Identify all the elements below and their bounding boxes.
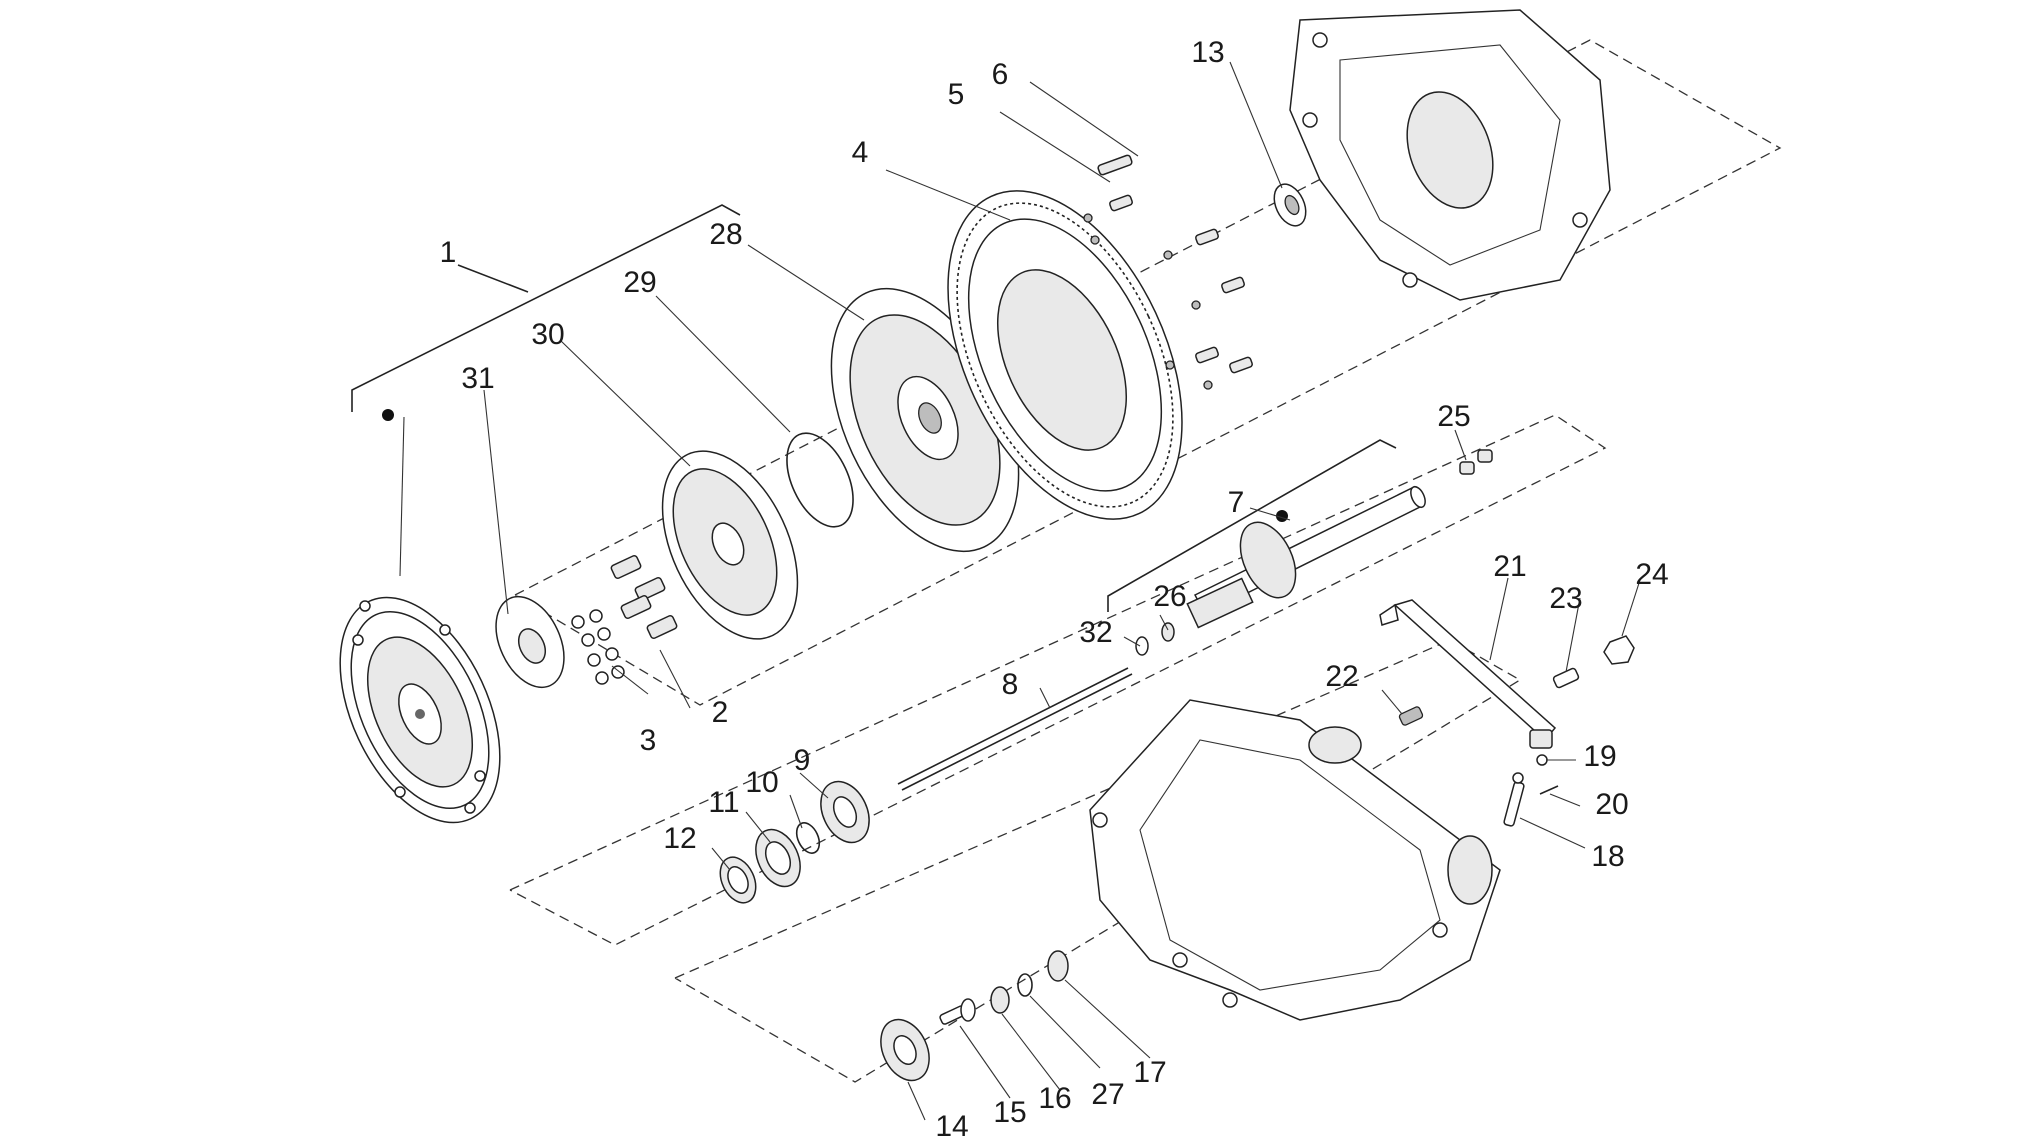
callout-25: 25 [1437, 400, 1470, 433]
callout-1: 1 [440, 236, 457, 269]
callout-17: 17 [1133, 1056, 1166, 1089]
kit-dot-1 [382, 409, 394, 421]
callout-28: 28 [709, 218, 742, 251]
part-31-disc [495, 595, 565, 689]
callout-18: 18 [1591, 840, 1624, 873]
callout-26: 26 [1153, 580, 1186, 613]
callout-11: 11 [708, 786, 739, 819]
callout-29: 29 [623, 266, 656, 299]
assembly-bracket-1 [351, 204, 741, 421]
callout-12: 12 [663, 822, 696, 855]
parts-9-12-bearings [719, 780, 870, 904]
parts-14-17-lower [880, 950, 1069, 1082]
callout-31: 31 [461, 362, 494, 395]
shaft-zone-outline [509, 414, 1607, 946]
callout-10: 10 [745, 766, 778, 799]
parts-18-19-20 [1503, 754, 1559, 827]
callout-13: 13 [1191, 36, 1224, 69]
leader-lines [399, 61, 1641, 1121]
callout-30: 30 [531, 318, 564, 351]
callout-3: 3 [640, 724, 657, 757]
callout-27: 27 [1091, 1078, 1124, 1111]
part-29-snap-ring [786, 432, 854, 528]
parts-2-3-fasteners [571, 554, 678, 685]
callout-5: 5 [948, 78, 965, 111]
part-30-release-housing [661, 450, 799, 640]
parts-26-32-rings [1135, 622, 1175, 656]
clutch-cover-assembly [339, 596, 501, 824]
parts-5-6-bolts [1083, 154, 1253, 390]
part-4-flywheel [947, 190, 1183, 520]
callout-23: 23 [1549, 582, 1582, 615]
callout-9: 9 [794, 744, 811, 777]
callout-14: 14 [935, 1110, 968, 1137]
transmission-housing [1089, 699, 1501, 1021]
part-25-bushings [1459, 449, 1493, 475]
callout-8: 8 [1002, 668, 1019, 701]
callout-labels: 1 2 3 4 5 6 7 8 9 10 11 12 13 14 15 16 1… [440, 36, 1669, 1142]
clutch-zone-outline [514, 39, 1782, 706]
engine-bell-housing [1289, 9, 1611, 301]
callout-22: 22 [1325, 660, 1358, 693]
part-8-rod [897, 667, 1133, 791]
callout-20: 20 [1595, 788, 1628, 821]
callout-7: 7 [1228, 486, 1245, 519]
callout-6: 6 [992, 58, 1009, 91]
part-22-spring [1398, 706, 1424, 726]
callout-24: 24 [1635, 558, 1668, 591]
part-21-release-fork [1379, 599, 1557, 749]
parts-23-24 [1552, 635, 1635, 689]
part-7-input-shaft [1186, 485, 1426, 629]
callout-21: 21 [1493, 550, 1526, 583]
callout-4: 4 [852, 136, 869, 169]
callout-15: 15 [993, 1096, 1026, 1129]
callout-2: 2 [712, 696, 729, 729]
callout-19: 19 [1583, 740, 1616, 773]
callout-16: 16 [1038, 1082, 1071, 1115]
callout-32: 32 [1079, 616, 1112, 649]
